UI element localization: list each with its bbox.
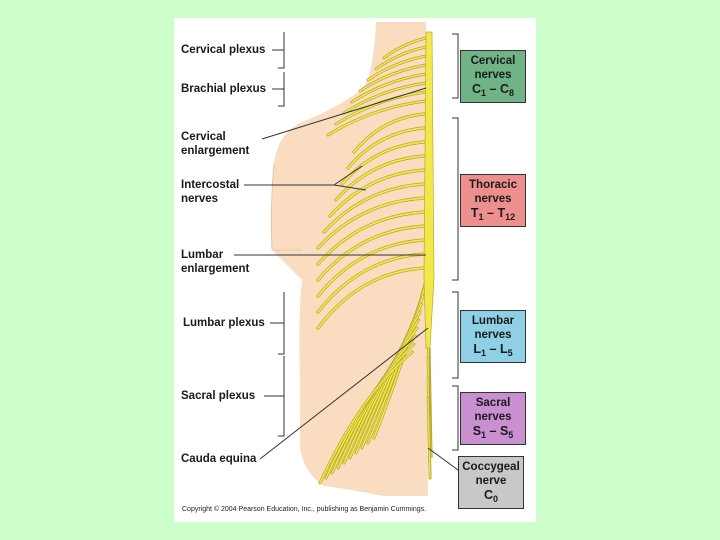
cervical-nerve-branch bbox=[343, 82, 427, 114]
cervical-nerves-box: Cervical nerves C1 – C8 bbox=[460, 50, 526, 103]
cervical-nerve-branch bbox=[375, 46, 427, 70]
cervical-box-range: C1 – C8 bbox=[472, 82, 514, 98]
leader-cervical-enlargement bbox=[261, 87, 427, 140]
lower-root bbox=[427, 397, 431, 479]
nerve-branches bbox=[316, 36, 432, 485]
intercostal-nerve-branch bbox=[335, 155, 425, 201]
cervical-nerve-branch bbox=[335, 91, 427, 125]
label-intercostal-nerves: Intercostal nerves bbox=[181, 178, 239, 206]
coccygeal-box-line1: Coccygeal bbox=[462, 461, 520, 473]
brackets bbox=[234, 32, 459, 471]
bracket-sacral-nerves bbox=[452, 385, 459, 451]
cervical-nerve-branch bbox=[367, 55, 427, 81]
cervical-nerve-branch bbox=[351, 73, 427, 103]
cervical-box-line1: Cervical bbox=[470, 55, 516, 67]
spinal-cord bbox=[423, 31, 435, 349]
intercostal-nerve-branch bbox=[329, 169, 425, 217]
coccygeal-nerve-box: Coccygeal nerve C0 bbox=[458, 456, 524, 509]
coccygeal-box-line2: nerve bbox=[475, 475, 507, 487]
intercostal-nerve-branch bbox=[317, 253, 425, 313]
bracket-lumbar-nerves bbox=[452, 291, 459, 379]
label-intercostal-line2: nerves bbox=[181, 193, 219, 205]
label-lumbar-plexus: Lumbar plexus bbox=[183, 317, 265, 329]
label-cervical-enlargement: Cervical enlargement bbox=[181, 130, 249, 158]
thoracic-box-line2: nerves bbox=[474, 193, 512, 205]
cervical-nerve-branch bbox=[359, 64, 427, 92]
lumbar-box-line1: Lumbar bbox=[471, 315, 515, 327]
filum-terminale bbox=[429, 347, 433, 459]
label-cauda-equina: Cauda equina bbox=[181, 453, 257, 465]
cauda-equina-root bbox=[319, 351, 414, 484]
leader-intercostal-b bbox=[333, 165, 363, 186]
intercostal-nerve-branch bbox=[317, 267, 425, 329]
label-brachial-plexus: Brachial plexus bbox=[181, 83, 267, 95]
intercostal-nerve-branch bbox=[323, 183, 425, 233]
label-cervical-plexus: Cervical plexus bbox=[181, 44, 266, 56]
leader-cauda-equina bbox=[259, 327, 429, 460]
sacral-box-range: S1 – S5 bbox=[472, 424, 514, 440]
label-sacral-plexus: Sacral plexus bbox=[181, 390, 256, 402]
copyright-notice: Copyright © 2004 Pearson Education, Inc.… bbox=[182, 506, 427, 513]
lumbar-box-range: L1 – L5 bbox=[473, 342, 513, 358]
label-cervical-enlargement-line2: enlargement bbox=[181, 145, 250, 157]
intercostal-nerve-branch bbox=[341, 141, 425, 185]
bracket-lumbar-plexus bbox=[278, 292, 285, 355]
intercostal-nerve-branch bbox=[317, 225, 425, 281]
bracket-cervical-plexus bbox=[278, 32, 285, 69]
bracket-brachial-plexus bbox=[278, 72, 285, 107]
thoracic-nerves-box: Thoracic nerves T1 – T12 bbox=[460, 174, 526, 227]
label-intercostal-line1: Intercostal bbox=[181, 179, 240, 191]
label-lumbar-enlargement-line1: Lumbar bbox=[181, 249, 224, 261]
arm-outline bbox=[270, 162, 302, 251]
lumbar-nerves-box: Lumbar nerves L1 – L5 bbox=[460, 310, 526, 363]
leader-intercostal-c bbox=[333, 184, 367, 191]
figure-panel: Cervical plexus Brachial plexus Cervical… bbox=[174, 18, 536, 522]
bracket-thoracic-nerves bbox=[452, 117, 459, 281]
thoracic-box-line1: Thoracic bbox=[469, 179, 517, 191]
cervical-box-line2: nerves bbox=[474, 69, 512, 81]
coccygeal-box-range: C0 bbox=[483, 488, 499, 504]
intercostal-nerve-branch bbox=[317, 211, 425, 265]
bracket-cervical-nerves bbox=[452, 33, 459, 99]
thoracic-box-range: T1 – T12 bbox=[470, 206, 516, 222]
intercostal-nerve-branch bbox=[317, 239, 425, 297]
cervical-nerve-branch bbox=[383, 37, 427, 59]
cervical-nerve-branch bbox=[327, 100, 427, 136]
intercostal-nerve-branch bbox=[353, 113, 425, 153]
label-lumbar-enlargement-line2: enlargement bbox=[181, 263, 250, 275]
label-lumbar-enlargement: Lumbar enlargement bbox=[181, 248, 249, 276]
intercostal-nerve-branch bbox=[347, 127, 425, 169]
label-cervical-enlargement-line1: Cervical bbox=[181, 131, 226, 143]
lumbar-box-line2: nerves bbox=[474, 329, 512, 341]
intercostal-nerve-branch bbox=[317, 197, 425, 249]
spinal-nerves-illustration bbox=[234, 22, 459, 496]
leader-coccygeal bbox=[427, 447, 459, 471]
sacral-box-line1: Sacral bbox=[475, 397, 511, 409]
sacral-nerves-box: Sacral nerves S1 – S5 bbox=[460, 392, 526, 445]
sacral-box-line2: nerves bbox=[474, 411, 512, 423]
bracket-sacral-plexus bbox=[278, 356, 285, 437]
